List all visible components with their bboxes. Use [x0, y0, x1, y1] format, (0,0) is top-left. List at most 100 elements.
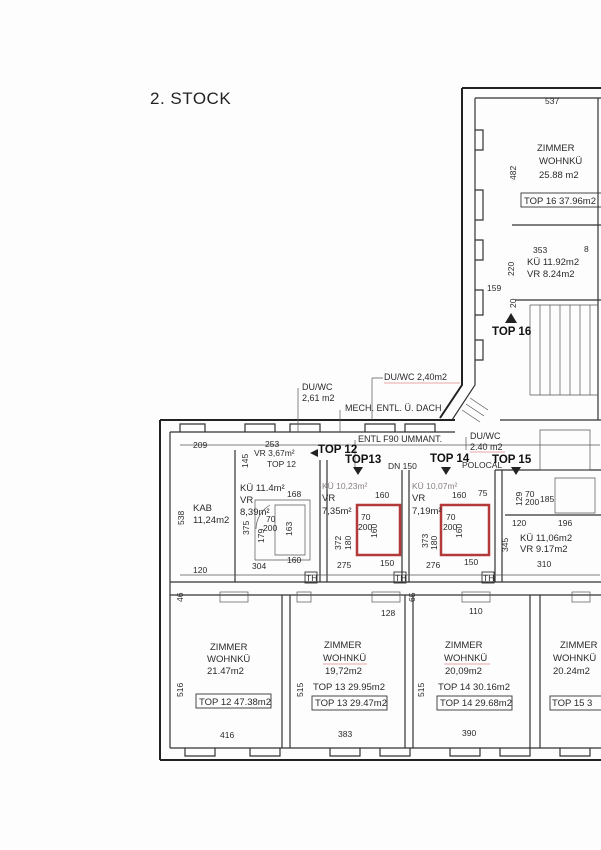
dim-label: 150	[464, 557, 478, 567]
entrance-arrow-icon	[511, 467, 521, 475]
dim-label: 20	[508, 298, 518, 308]
note: MECH. ENTL. Ü. DACH	[345, 403, 442, 413]
dim-label: 70	[525, 489, 535, 499]
dim-label: 516	[175, 683, 185, 697]
entrance-arrow-icon	[441, 467, 451, 475]
note: 2,61 m2	[302, 393, 335, 403]
dim-label: 310	[537, 559, 551, 569]
entrance-label: TOP 12	[267, 459, 296, 469]
dim-label: 383	[338, 729, 352, 739]
dim-label: 110	[469, 606, 483, 616]
dim-label: 128	[381, 608, 395, 618]
room-area: 25.88 m2	[539, 170, 579, 181]
room-label: ZIMMER	[560, 640, 598, 651]
bathroom-top13	[355, 503, 402, 557]
dim-label: 220	[506, 262, 516, 276]
dim-label: 46	[175, 592, 185, 602]
dim-label: 150	[380, 558, 394, 568]
room-area: 21.47m2	[207, 666, 244, 677]
meter-boxes	[219, 591, 591, 603]
entrance-arrow-icon	[505, 313, 517, 323]
room-area: 19,72m2	[325, 666, 362, 677]
room-label: KÜ 11.92m2	[527, 257, 579, 268]
room-label: VR	[322, 493, 335, 504]
room-label: ZIMMER	[537, 143, 575, 154]
note: POLOCAL	[462, 460, 502, 470]
room-label: 8,39m²	[240, 507, 270, 518]
dim-label: 200	[263, 523, 277, 533]
dim-label: 163	[284, 522, 294, 536]
room-top13: ZIMMER WOHNKÜ 19,72m2 TOP 13 29.95m2 TOP…	[295, 640, 388, 739]
dim-label: 276	[426, 560, 440, 570]
dim-label: 196	[558, 518, 572, 528]
unit-area: TOP 16 37.96m2	[524, 196, 596, 207]
dim-label: 160	[287, 555, 301, 565]
dim-label: 200	[443, 522, 457, 532]
entrance-arrow-icon	[353, 467, 363, 475]
room-area: 20,09m2	[445, 666, 482, 677]
room-label: ZIMMER	[324, 640, 362, 651]
unit-box	[520, 192, 601, 208]
room-label: VR	[412, 493, 425, 504]
dim-label: 179	[256, 529, 266, 543]
room-area: 11,24m2	[193, 515, 229, 526]
room-label: WOHNKÜ	[207, 654, 250, 665]
dim-label: 375	[241, 521, 251, 535]
dim-label: 538	[176, 511, 186, 525]
room-label: KAB	[193, 503, 212, 514]
entrances: TOP 12 TOP 12 TOP13 TOP 14 TOP 15	[267, 444, 532, 475]
room-label: WOHNKÜ	[553, 653, 596, 664]
room-top14: ZIMMER WOHNKÜ 20,09m2 TOP 14 30.16m2 TOP…	[416, 640, 513, 738]
entrance-label: TOP 16	[492, 326, 531, 338]
dim-label: 390	[462, 728, 476, 738]
dim-label: 70	[446, 512, 456, 522]
note: 2.40 m2	[470, 442, 503, 452]
room-label: KÜ 11.4m²	[240, 483, 285, 494]
th-label: TH	[395, 573, 406, 583]
dim-label: 160	[369, 524, 379, 538]
dim-label: 8	[584, 244, 589, 254]
room-label: KÜ 10,23m²	[322, 481, 368, 491]
dim-label: 145	[240, 454, 250, 468]
dim-label: 200	[525, 497, 539, 507]
room-label: WOHNKÜ	[323, 653, 366, 664]
dim-label: 185	[540, 494, 554, 504]
unit-area: TOP 15 3	[552, 698, 592, 709]
room-top12: ZIMMER WOHNKÜ 21.47m2 TOP 12 47.38m2 516…	[175, 642, 272, 740]
th-label: TH	[483, 573, 494, 583]
bathroom-top14	[439, 503, 491, 557]
staircase	[529, 304, 598, 396]
room-label: VR 8.24m2	[527, 269, 575, 280]
room-top15: ZIMMER WOHNKÜ 20.24m2 TOP 15 3	[549, 640, 601, 711]
unit-area: TOP 13 29.95m2	[313, 682, 385, 693]
dim-label: 253	[265, 439, 279, 449]
dim-label: 168	[287, 489, 301, 499]
dim-label: 70	[266, 514, 276, 524]
dim-label: 353	[533, 245, 547, 255]
dim-label: 180	[343, 536, 353, 550]
dim-label: 120	[193, 565, 207, 575]
entrance-arrow-icon	[310, 449, 318, 457]
dim-label: 129	[514, 492, 524, 506]
room-label: VR 3,67m²	[254, 448, 295, 458]
entrance-label: TOP 15	[492, 454, 532, 466]
dim-label: 75	[478, 488, 488, 498]
note: ENTL F90 UMMANT.	[358, 434, 442, 444]
room-label: ZIMMER	[445, 640, 483, 651]
dim-label: 160	[375, 490, 389, 500]
room-label: KÜ 11,06m2	[520, 533, 572, 544]
room-label: VR 9.17m2	[520, 544, 568, 555]
dim-label: 275	[337, 560, 351, 570]
dim-label: 416	[220, 730, 234, 740]
dim-label: 180	[429, 536, 439, 550]
dim-label: 70	[361, 512, 371, 522]
dim-label: 304	[252, 561, 266, 571]
unit-area: TOP 14 30.16m2	[438, 682, 510, 693]
dim-label: 515	[416, 683, 426, 697]
dim-label: 373	[420, 534, 430, 548]
room-label: 7,19m²	[412, 506, 442, 517]
room-label: 7,35m²	[322, 506, 352, 517]
unit-area: TOP 14 29.68m2	[440, 698, 512, 709]
plan-title: 2. STOCK	[150, 89, 231, 108]
annotations: DU/WC 2,40m2 DU/WC 2,61 m2 MECH. ENTL. Ü…	[297, 372, 505, 471]
